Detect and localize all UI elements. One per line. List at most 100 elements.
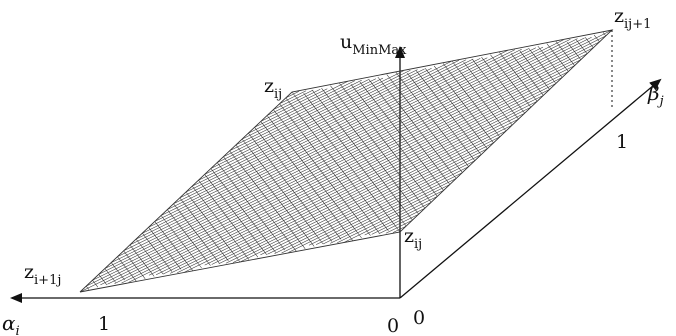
mesh-line <box>546 43 569 72</box>
origin-zero: 0 <box>387 315 399 336</box>
beta-axis <box>399 78 662 299</box>
mesh-line <box>104 38 571 269</box>
mesh-line <box>114 47 594 284</box>
mesh-line <box>210 168 276 253</box>
mesh-line <box>128 59 581 283</box>
mesh-line <box>121 53 588 284</box>
mesh-line <box>330 184 451 244</box>
mesh-line <box>266 89 321 116</box>
mesh-line <box>267 142 494 255</box>
mesh-line <box>211 106 532 265</box>
mesh-line <box>111 39 564 263</box>
z-left-label: zi+1j <box>24 261 61 288</box>
mesh-line <box>129 48 530 246</box>
mesh-line <box>98 274 108 286</box>
mesh-line <box>160 215 202 269</box>
mesh-line <box>185 60 453 193</box>
mesh-line <box>584 37 594 48</box>
mesh-line <box>92 280 99 288</box>
beta-tick-zero: 0 <box>413 307 425 329</box>
mesh-line <box>167 209 211 266</box>
mesh-line <box>204 101 538 266</box>
mesh-line <box>154 57 488 222</box>
mesh-line <box>254 81 348 128</box>
mesh-line <box>312 90 413 221</box>
mesh-line <box>315 172 463 245</box>
mesh-line <box>273 109 371 236</box>
mesh-line <box>392 225 407 233</box>
mesh-line <box>223 77 384 157</box>
mesh-line <box>337 190 444 244</box>
mesh-line <box>142 49 515 234</box>
mesh-line <box>368 79 451 185</box>
mesh-line <box>442 63 501 138</box>
mesh-line <box>148 65 575 276</box>
mesh-line <box>162 77 563 275</box>
mesh-line <box>330 85 426 209</box>
mesh-line <box>235 144 315 247</box>
mesh-line <box>378 213 419 235</box>
mesh-line <box>241 79 362 140</box>
mesh-line <box>123 250 146 279</box>
mesh-line <box>107 41 600 285</box>
mesh-line <box>364 202 432 236</box>
mesh-line <box>424 68 488 149</box>
mesh-line <box>279 103 380 234</box>
mesh-line <box>537 45 563 78</box>
mesh-line <box>117 46 544 257</box>
mesh-line <box>463 61 513 126</box>
beta-tick-one: 1 <box>616 131 628 153</box>
mesh-line <box>210 69 411 169</box>
mesh-line <box>260 136 500 256</box>
mesh-line <box>339 83 432 203</box>
mesh-line <box>285 97 389 231</box>
mesh-line <box>285 91 300 99</box>
mesh-line <box>472 59 519 120</box>
mesh-line <box>235 79 370 146</box>
alpha-tick-one: 1 <box>98 313 110 335</box>
mesh-line <box>79 29 613 293</box>
mesh-line <box>248 133 333 242</box>
z-top-left-label: zij <box>264 75 282 102</box>
interpolation-surface-mesh <box>79 29 614 293</box>
mesh-line <box>567 42 582 60</box>
mesh-line <box>260 121 353 241</box>
mesh-line <box>155 71 569 275</box>
mesh-line <box>273 89 314 110</box>
mesh-line <box>602 32 607 37</box>
mesh-line <box>173 59 467 205</box>
mesh-line <box>371 207 426 235</box>
mesh-line <box>100 35 606 286</box>
mesh-line <box>303 92 407 227</box>
mesh-line <box>142 233 173 272</box>
mesh-line <box>407 73 476 161</box>
mesh-line <box>85 285 90 290</box>
mesh-line <box>170 83 557 274</box>
mesh-line <box>386 74 463 173</box>
mesh-line <box>217 70 404 163</box>
mesh-line <box>232 124 513 263</box>
mesh-line <box>248 80 355 134</box>
mesh-line <box>350 84 438 197</box>
mesh-line <box>260 88 328 122</box>
mesh-line <box>281 154 482 254</box>
mesh-line <box>92 37 585 281</box>
mesh-line <box>481 57 525 114</box>
mesh-line <box>451 60 507 132</box>
mesh-line <box>160 58 481 216</box>
mesh-line <box>86 37 592 287</box>
mesh-line <box>218 112 525 265</box>
mesh-line <box>198 68 425 181</box>
mesh-line <box>123 47 537 252</box>
mesh-line <box>322 178 457 245</box>
mesh-line <box>288 160 475 253</box>
z-top-right-label: zij+1 <box>614 5 651 32</box>
mesh-line <box>229 78 377 152</box>
mesh-line <box>528 48 557 84</box>
mesh-line <box>148 50 508 228</box>
mesh-line <box>416 70 482 155</box>
mesh-line <box>184 95 544 273</box>
mesh-line <box>135 48 522 240</box>
mesh-line <box>204 174 268 255</box>
